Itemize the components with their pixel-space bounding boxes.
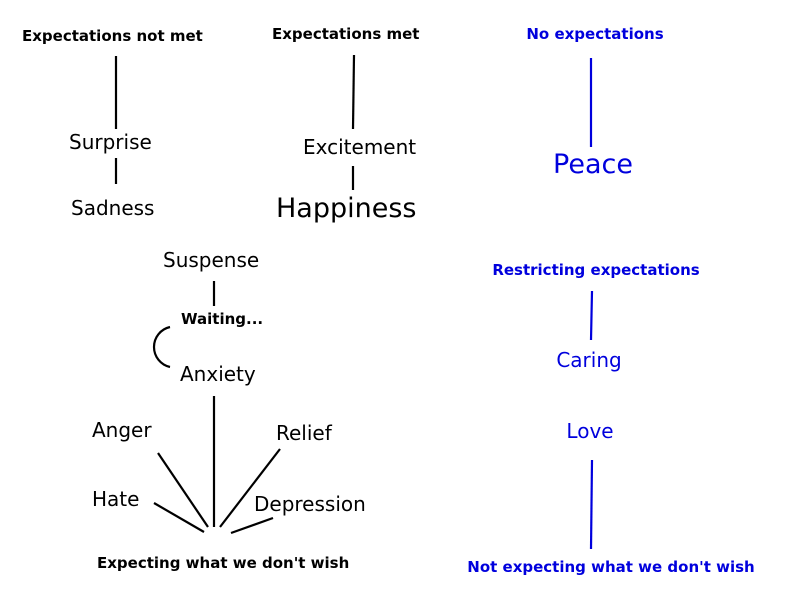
- connector-restricting-to-caring: [589, 290, 594, 341]
- suspense-label: Suspense: [163, 248, 260, 272]
- not-expecting-unwished-label: Not expecting what we don't wish: [467, 558, 755, 576]
- expectations-met-label: Expectations met: [272, 25, 420, 43]
- anger-label: Anger: [92, 418, 152, 442]
- connector-depression: [230, 516, 274, 535]
- no-expectations-label: No expectations: [526, 25, 664, 43]
- excitement-label: Excitement: [303, 135, 417, 159]
- connector-hate: [153, 502, 205, 533]
- peace-label: Peace: [553, 149, 633, 180]
- hate-label: Hate: [92, 487, 140, 511]
- caring-label: Caring: [556, 348, 622, 372]
- expectations-not-met-label: Expectations not met: [22, 27, 203, 45]
- expecting-unwished-label: Expecting what we don't wish: [97, 554, 350, 572]
- happiness-label: Happiness: [276, 193, 417, 224]
- waiting-loop-arc: [152, 325, 171, 369]
- anxiety-label: Anxiety: [180, 362, 256, 386]
- sadness-label: Sadness: [71, 196, 155, 220]
- surprise-label: Surprise: [69, 130, 152, 154]
- relief-label: Relief: [276, 421, 332, 445]
- connector-anger: [157, 452, 209, 528]
- love-label: Love: [566, 419, 614, 443]
- depression-label: Depression: [254, 492, 366, 516]
- connector-met-to-excitement: [351, 54, 356, 130]
- restricting-expectations-label: Restricting expectations: [492, 261, 700, 279]
- connector-relief: [219, 448, 281, 528]
- waiting-label: Waiting...: [181, 310, 264, 328]
- connector-love-to-not-expecting: [589, 459, 594, 550]
